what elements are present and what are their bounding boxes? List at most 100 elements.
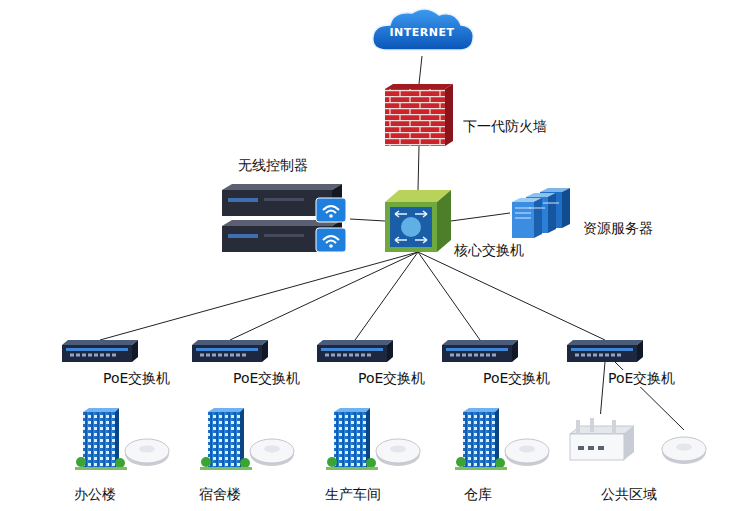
link-line: [601, 362, 606, 414]
icon-part: [240, 458, 250, 468]
icon-part: [228, 198, 258, 202]
icon-part: [548, 193, 556, 233]
icon-part: [570, 434, 624, 460]
icon-part: [395, 211, 427, 243]
icon-part: [83, 412, 115, 468]
icon-part: [562, 188, 570, 228]
icon-part: [334, 412, 366, 468]
icon-part: [228, 234, 258, 238]
icon-part: [455, 467, 507, 470]
icon-part: [401, 217, 421, 237]
poe-switch: PoE交换机: [567, 340, 643, 362]
icon-part: [316, 198, 346, 222]
site-node: 公共区域: [560, 414, 710, 469]
icon-part: [571, 348, 633, 351]
poe-switch-icon: [442, 340, 518, 362]
icon-part: [512, 340, 518, 362]
link-line: [451, 213, 510, 221]
icon-part: [505, 439, 549, 463]
icon-part: [329, 214, 333, 218]
icon-part: [390, 207, 432, 247]
link-line: [100, 252, 418, 340]
icon-part: [590, 418, 594, 432]
icon-part: [62, 340, 138, 345]
icon-part: [519, 446, 535, 453]
building-ap-icon: [455, 408, 550, 470]
icon-part: [326, 467, 378, 470]
icon-part: [264, 234, 304, 237]
icon-part: [264, 198, 304, 201]
icon-part: [445, 84, 453, 146]
icon-part: [376, 439, 420, 463]
icon-part: [463, 408, 499, 412]
icon-part: [250, 439, 294, 463]
node-label: 资源服务器: [582, 220, 654, 237]
icon-part: [329, 244, 333, 248]
icon-part: [76, 457, 86, 467]
icon-part: [578, 446, 584, 450]
icon-part: [62, 345, 132, 362]
node-label: PoE交换机: [357, 370, 426, 387]
resource-server: 资源服务器: [510, 188, 576, 238]
link-line: [418, 252, 605, 340]
icon-part: [66, 348, 128, 351]
icon-part: [442, 340, 518, 345]
access-point-icon: [560, 414, 710, 469]
resource-server-icon: [510, 188, 576, 238]
building-ap-icon: [75, 408, 170, 470]
icon-part: [327, 457, 337, 467]
poe-switch-icon: [192, 340, 268, 362]
icon-part: [201, 457, 211, 467]
icon-part: [325, 354, 371, 357]
icon-part: [262, 340, 268, 362]
icon-part: [567, 340, 643, 345]
icon-part: [385, 202, 437, 252]
icon-part: [115, 458, 125, 468]
icon-part: [317, 345, 387, 362]
icon-part: [463, 412, 495, 468]
icon-part: [387, 340, 393, 362]
icon-part: [192, 340, 268, 345]
node-label: PoE交换机: [607, 370, 676, 387]
poe-switch: PoE交换机: [317, 340, 393, 362]
node-label: PoE交换机: [102, 370, 171, 387]
icon-part: [222, 184, 342, 190]
icon-part: [576, 420, 580, 434]
icon-part: [575, 354, 621, 357]
poe-switch: PoE交换机: [442, 340, 518, 362]
link-line: [350, 219, 385, 221]
icon-part: [192, 345, 262, 362]
icon-part: [662, 437, 706, 461]
icon-part: [70, 354, 116, 357]
icon-part: [208, 408, 244, 412]
icon-part: [323, 236, 339, 243]
icon-part: [534, 198, 542, 238]
icon-part: [83, 408, 119, 412]
icon-part: [196, 348, 258, 351]
link-line: [418, 146, 419, 190]
icon-part: [512, 202, 534, 238]
icon-part: [515, 203, 559, 218]
icon-part: [612, 420, 616, 434]
icon-part: [446, 348, 508, 351]
node-label: 核心交换机: [453, 242, 525, 259]
building-ap-icon: [326, 408, 421, 470]
site-node: 宿舍楼: [200, 408, 295, 470]
firewall-node: 下一代防火墙: [385, 84, 453, 146]
icon-part: [334, 408, 370, 412]
icon-part: [200, 467, 252, 470]
core-switch: 核心交换机: [385, 190, 451, 252]
node-label: 仓库: [463, 486, 493, 503]
icon-part: [450, 354, 496, 357]
icon-part: [385, 89, 445, 146]
node-label: 公共区域: [600, 486, 658, 503]
icon-part: [132, 340, 138, 362]
wireless-controller: 无线控制器: [222, 184, 350, 254]
site-node: 办公楼: [75, 408, 170, 470]
node-label: PoE交换机: [232, 370, 301, 387]
poe-switch-icon: [567, 340, 643, 362]
link-line: [230, 252, 418, 340]
node-label: PoE交换机: [482, 370, 551, 387]
icon-part: [323, 206, 339, 213]
